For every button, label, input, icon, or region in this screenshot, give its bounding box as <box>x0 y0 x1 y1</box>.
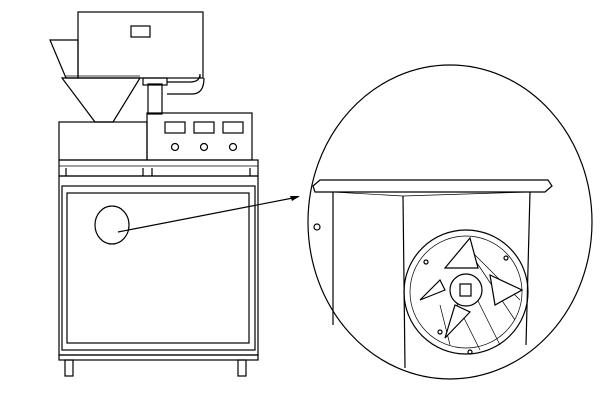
display-1 <box>164 121 186 134</box>
knob-2 <box>199 142 209 152</box>
leg-right <box>237 359 247 377</box>
detail-view <box>307 64 593 380</box>
detail-circle <box>307 64 593 380</box>
housing-edge-front <box>402 195 406 369</box>
top-plate <box>312 179 553 193</box>
cabinet-frame <box>58 175 259 356</box>
door-outer <box>61 185 256 351</box>
knob-1 <box>170 142 180 152</box>
detail-callout-arrow <box>117 196 300 233</box>
blade-left <box>419 278 446 301</box>
housing-window <box>130 25 151 38</box>
feed-chute <box>49 39 79 79</box>
machine-overview <box>49 11 259 377</box>
funnel <box>60 77 142 123</box>
blade-top <box>443 236 479 269</box>
door-inner <box>66 192 250 344</box>
display-2 <box>193 121 215 134</box>
display-3 <box>222 121 244 134</box>
blade-right <box>489 273 524 306</box>
middle-band <box>58 159 259 177</box>
band-arrows <box>65 168 251 176</box>
housing-edge-right <box>525 191 531 346</box>
vertical-pipe <box>147 83 163 115</box>
bolt <box>313 223 321 231</box>
pipe-elbow <box>167 73 205 95</box>
blade-bottom <box>444 304 472 339</box>
hopper-housing <box>77 11 204 79</box>
hub <box>449 273 483 307</box>
upper-body <box>58 121 148 161</box>
base-rail <box>58 354 259 361</box>
knob-3 <box>228 142 238 152</box>
leg-left <box>64 359 74 377</box>
inspection-port <box>94 205 130 245</box>
control-box <box>146 112 253 161</box>
fan-assembly <box>403 229 529 355</box>
